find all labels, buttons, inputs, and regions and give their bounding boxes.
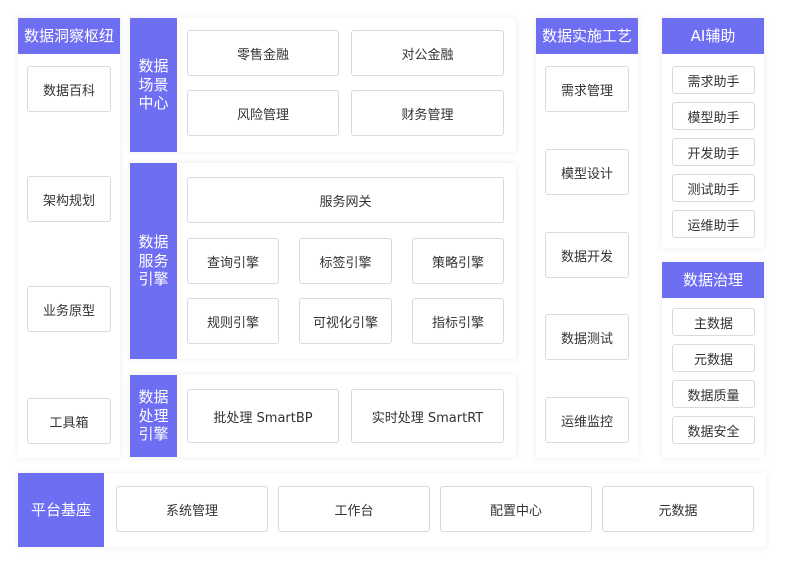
scenario-item-risk[interactable]: 风险管理 <box>187 90 339 136</box>
service-engine-title: 数据服务引擎 <box>130 163 177 359</box>
engine-item-rule[interactable]: 规则引擎 <box>187 298 279 344</box>
insight-item-architecture[interactable]: 架构规划 <box>27 176 111 222</box>
ai-assist-panel <box>662 18 764 248</box>
insight-item-encyclopedia[interactable]: 数据百科 <box>27 66 111 112</box>
gov-item-security[interactable]: 数据安全 <box>672 416 755 444</box>
ai-item-requirements[interactable]: 需求助手 <box>672 66 755 94</box>
platform-item-system-management[interactable]: 系统管理 <box>116 486 268 532</box>
ai-item-development[interactable]: 开发助手 <box>672 138 755 166</box>
ai-item-model[interactable]: 模型助手 <box>672 102 755 130</box>
engine-item-metric[interactable]: 指标引擎 <box>412 298 504 344</box>
engine-item-query[interactable]: 查询引擎 <box>187 238 279 284</box>
processing-item-batch[interactable]: 批处理 SmartBP <box>187 389 339 443</box>
engine-item-tag[interactable]: 标签引擎 <box>299 238 392 284</box>
impl-item-testing[interactable]: 数据测试 <box>545 314 629 360</box>
impl-item-ops-monitoring[interactable]: 运维监控 <box>545 397 629 443</box>
gov-item-master-data[interactable]: 主数据 <box>672 308 755 336</box>
engine-item-strategy[interactable]: 策略引擎 <box>412 238 504 284</box>
scenario-center-title: 数据场景中心 <box>130 18 177 152</box>
impl-item-development[interactable]: 数据开发 <box>545 232 629 278</box>
scenario-item-finance[interactable]: 财务管理 <box>351 90 504 136</box>
scenario-item-corporate[interactable]: 对公金融 <box>351 30 504 76</box>
engine-item-visualization[interactable]: 可视化引擎 <box>299 298 392 344</box>
scenario-item-retail[interactable]: 零售金融 <box>187 30 339 76</box>
processing-item-realtime[interactable]: 实时处理 SmartRT <box>351 389 504 443</box>
governance-title: 数据治理 <box>662 262 764 298</box>
gov-item-quality[interactable]: 数据质量 <box>672 380 755 408</box>
service-gateway[interactable]: 服务网关 <box>187 177 504 223</box>
ai-assist-title: AI辅助 <box>662 18 764 54</box>
processing-engine-title: 数据处理引擎 <box>130 375 177 457</box>
platform-item-workbench[interactable]: 工作台 <box>278 486 430 532</box>
gov-item-metadata[interactable]: 元数据 <box>672 344 755 372</box>
platform-item-metadata[interactable]: 元数据 <box>602 486 754 532</box>
ai-item-ops[interactable]: 运维助手 <box>672 210 755 238</box>
insight-item-toolbox[interactable]: 工具箱 <box>27 398 111 444</box>
insight-hub-title: 数据洞察枢纽 <box>18 18 120 54</box>
insight-item-prototype[interactable]: 业务原型 <box>27 286 111 332</box>
impl-item-requirements[interactable]: 需求管理 <box>545 66 629 112</box>
implementation-title: 数据实施工艺 <box>536 18 638 54</box>
platform-item-config-center[interactable]: 配置中心 <box>440 486 592 532</box>
ai-item-testing[interactable]: 测试助手 <box>672 174 755 202</box>
impl-item-model-design[interactable]: 模型设计 <box>545 149 629 195</box>
platform-title: 平台基座 <box>18 473 104 547</box>
